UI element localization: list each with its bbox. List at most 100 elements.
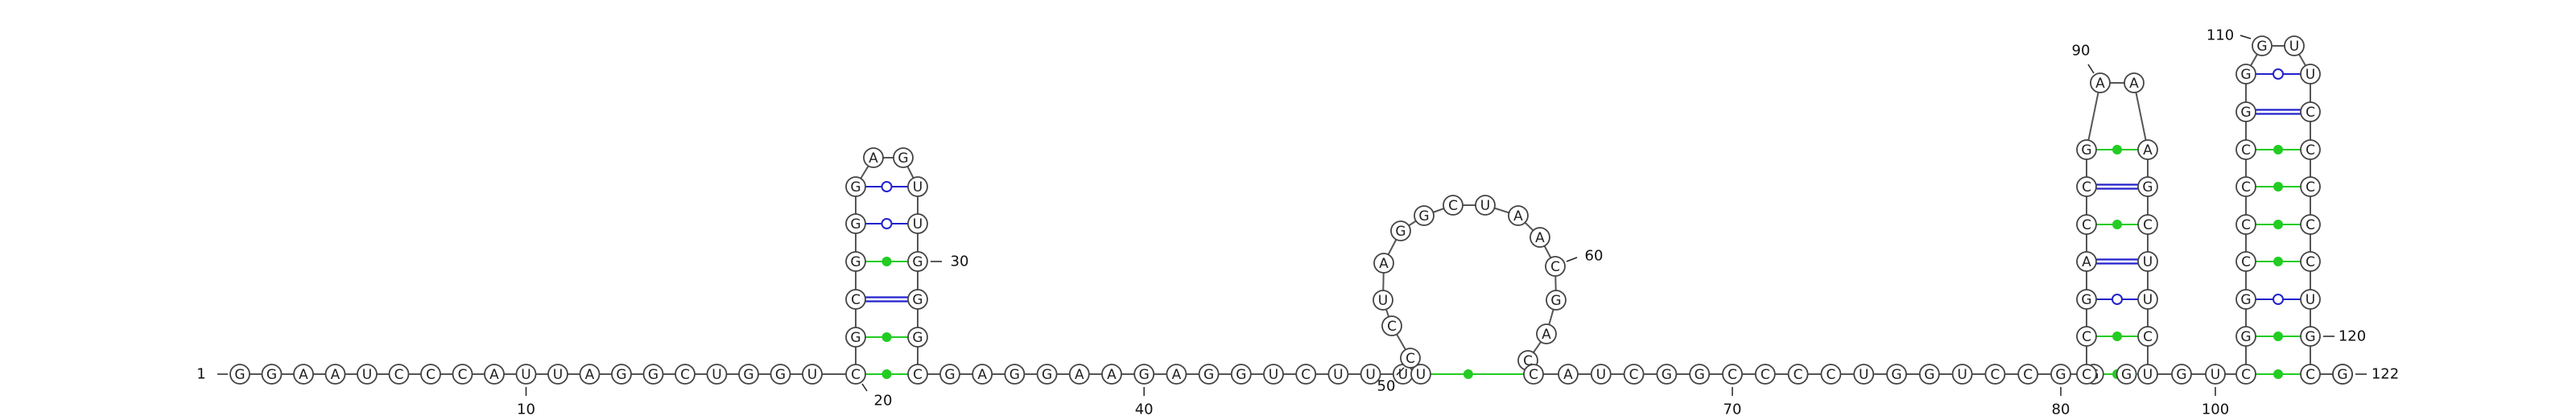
nucleotide-4: A [324, 364, 346, 385]
position-label: 50 [1377, 378, 1396, 395]
svg-text:G: G [2176, 367, 2186, 383]
nucleotide-28: U [907, 176, 928, 197]
nucleotide-70: C [1722, 364, 1743, 385]
nucleotide-9: A [484, 364, 505, 385]
nucleotide-48: U [1392, 364, 1414, 385]
nucleotide-115: C [2300, 176, 2321, 197]
nucleotide-61: G [1546, 290, 1567, 311]
nucleotide-41: A [1166, 364, 1187, 385]
svg-text:G: G [648, 367, 658, 383]
nucleotide-12: A [579, 364, 601, 385]
nucleotide-20: C [845, 364, 866, 385]
svg-text:C: C [913, 367, 923, 383]
nucleotide-67: C [1623, 364, 1645, 385]
nucleotide-14: G [642, 364, 664, 385]
svg-text:C: C [2241, 179, 2251, 196]
position-label: 120 [2339, 328, 2366, 345]
nucleotide-33: C [907, 364, 928, 385]
svg-text:A: A [585, 367, 595, 383]
nucleotide-108: G [2235, 101, 2256, 122]
nucleotide-78: C [1984, 364, 2006, 385]
nucleotide-100: U [2205, 364, 2226, 385]
wobble-pair-marker [2273, 294, 2284, 305]
nucleotide-24: G [845, 213, 866, 234]
svg-text:G: G [1924, 367, 1934, 383]
noncanonical-pair-marker [2273, 182, 2283, 191]
svg-text:U: U [362, 367, 372, 383]
nucleotide-99: G [2171, 364, 2192, 385]
position-label: 110 [2207, 27, 2234, 44]
nucleotide-13: G [611, 364, 632, 385]
svg-text:G: G [2256, 39, 2267, 55]
backbone [240, 45, 2343, 375]
svg-text:C: C [2082, 217, 2091, 233]
svg-text:G: G [2055, 367, 2066, 383]
svg-text:A: A [1075, 367, 1084, 383]
nucleotide-89: G [2076, 139, 2097, 160]
svg-text:C: C [1794, 367, 1803, 383]
nucleotide-43: G [1230, 364, 1252, 385]
nucleotide-25: G [845, 176, 866, 197]
svg-text:G: G [1139, 367, 1150, 383]
position-label: 90 [2072, 43, 2091, 60]
nucleotide-53: A [1373, 253, 1394, 274]
nucleotide-2: G [261, 364, 283, 385]
nucleotide-72: C [1787, 364, 1809, 385]
nucleotide-103: G [2235, 289, 2256, 310]
nucleotide-79: C [2017, 364, 2039, 385]
svg-text:G: G [898, 150, 908, 167]
nucleotide-39: A [1101, 364, 1122, 385]
nucleotide-15: C [675, 364, 696, 385]
nucleotide-59: A [1530, 227, 1550, 248]
nucleotide-34: G [939, 364, 960, 385]
wobble-pair-marker [2273, 68, 2284, 80]
nucleotide-107: C [2235, 139, 2256, 160]
svg-text:C: C [1523, 353, 1533, 369]
svg-text:U: U [2143, 292, 2153, 308]
nucleotide-116: C [2300, 214, 2321, 235]
nucleotide-7: C [420, 364, 441, 385]
nucleotide-87: C [2076, 214, 2097, 235]
nucleotide-56: C [1443, 195, 1463, 216]
svg-text:C: C [1550, 259, 1560, 275]
svg-text:C: C [2241, 254, 2251, 270]
nucleotide-8: C [452, 364, 473, 385]
svg-text:A: A [1513, 208, 1523, 224]
svg-text:U: U [1596, 367, 1606, 383]
nucleotide-11: U [547, 364, 568, 385]
nucleotide-83: C [2076, 364, 2097, 385]
svg-text:C: C [851, 292, 861, 308]
svg-text:U: U [553, 367, 563, 383]
nucleotide-91: A [2124, 72, 2145, 93]
svg-text:C: C [2306, 254, 2315, 270]
svg-text:G: G [1662, 367, 1672, 383]
nucleotide-95: U [2137, 251, 2158, 272]
svg-text:C: C [680, 367, 690, 383]
nucleotide-19: U [802, 364, 823, 385]
nucleotide-17: G [738, 364, 759, 385]
noncanonical-pair-marker [2112, 331, 2122, 341]
svg-text:G: G [1009, 367, 1020, 383]
nucleotide-3: A [293, 364, 314, 385]
nucleotide-49: U [1410, 364, 1431, 385]
nucleotide-26: A [863, 147, 884, 168]
position-label: 40 [1135, 401, 1154, 418]
svg-text:C: C [2082, 367, 2091, 383]
svg-text:C: C [1826, 367, 1835, 383]
svg-text:G: G [912, 330, 923, 346]
svg-text:C: C [851, 367, 861, 383]
position-label: 100 [2202, 401, 2229, 418]
svg-text:G: G [2142, 179, 2153, 196]
svg-text:G: G [850, 254, 861, 270]
svg-text:G: G [850, 216, 861, 233]
wobble-pair-marker [2112, 294, 2123, 305]
svg-text:C: C [1387, 319, 1397, 335]
svg-text:G: G [2240, 105, 2251, 121]
svg-text:G: G [850, 330, 861, 346]
nucleotide-38: A [1068, 364, 1090, 385]
nucleotide-75: G [1886, 364, 1907, 385]
svg-text:U: U [2306, 292, 2315, 308]
position-label: 70 [1724, 401, 1742, 418]
svg-text:C: C [2143, 217, 2153, 233]
wobble-pair-marker [881, 218, 893, 229]
